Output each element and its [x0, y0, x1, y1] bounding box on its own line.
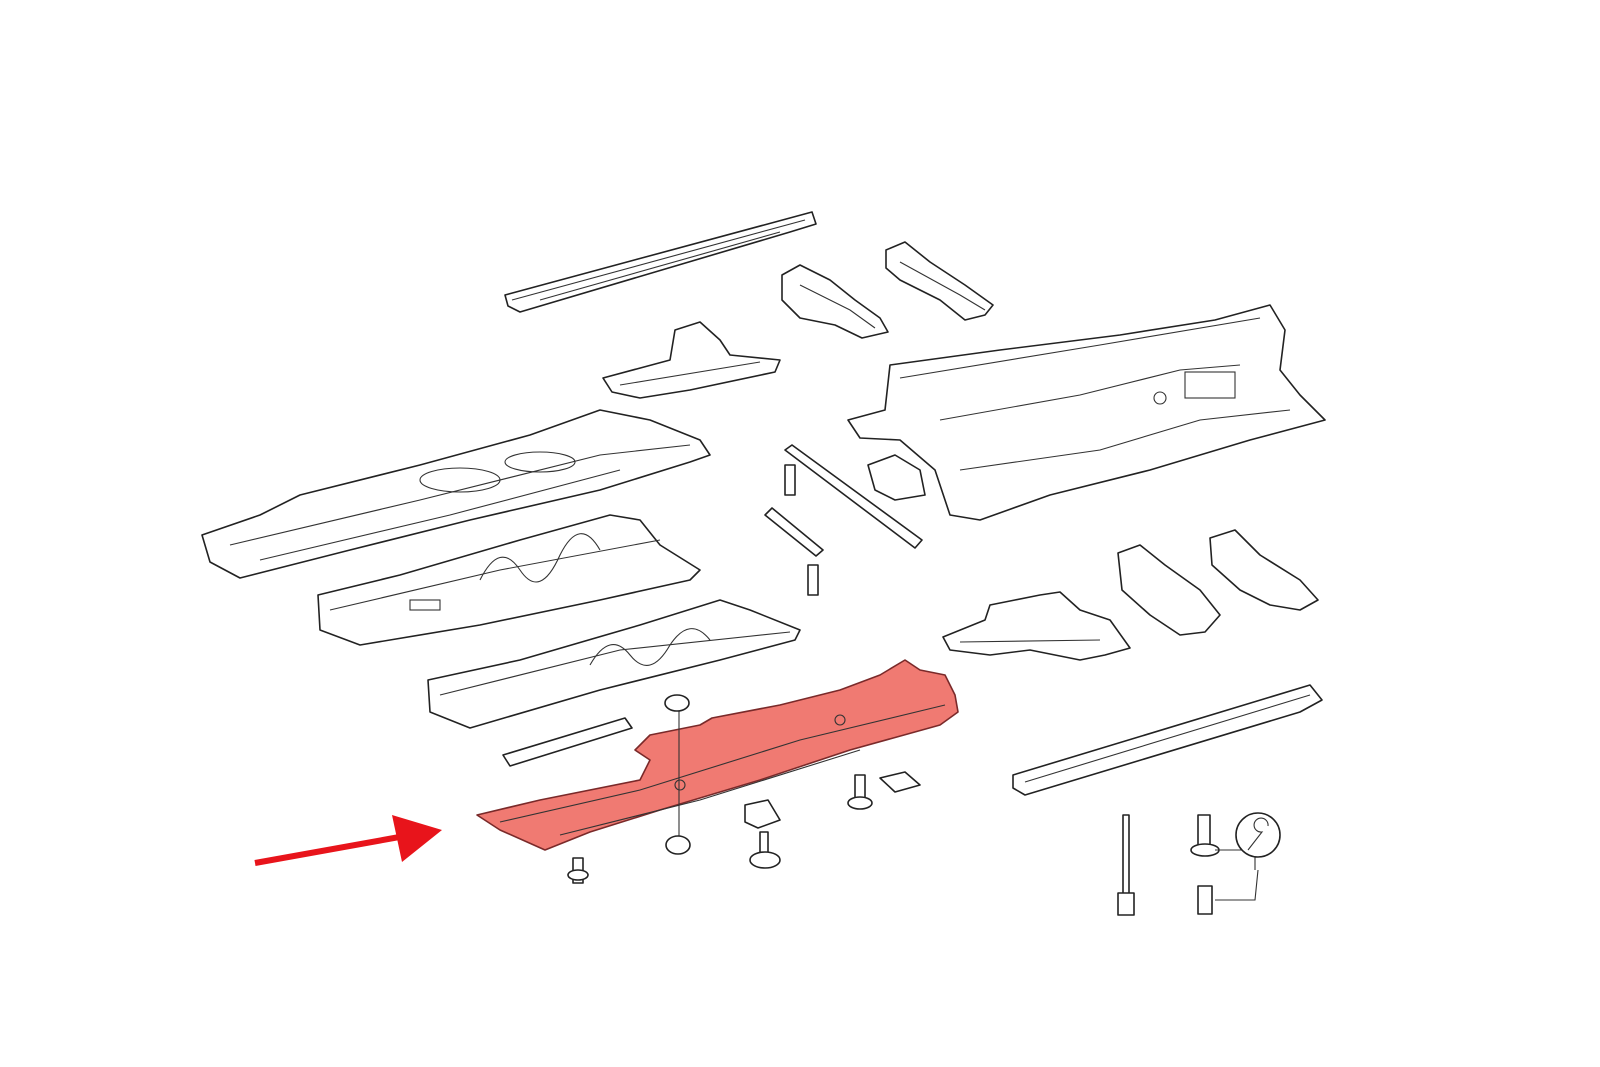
wrench-icon: [1235, 812, 1281, 858]
clip-nut-icon: [744, 771, 921, 869]
front-floor-tunnel-panel: [847, 304, 1326, 521]
middle-floor-panel: [317, 514, 701, 646]
bracket-lower-right: [1209, 529, 1319, 611]
reinforcement-strip-long: [784, 444, 923, 549]
bracket-upper-left: [781, 264, 889, 339]
small-strip: [502, 717, 633, 767]
bolt-icon: [567, 464, 873, 884]
arrow-pointer-icon: [254, 815, 442, 866]
screw-icon: [664, 694, 691, 855]
bracket-lower-left: [1117, 544, 1221, 636]
upper-sill-rail: [504, 211, 817, 313]
reinforcement-strip-short: [764, 507, 824, 557]
support-block: [867, 454, 926, 501]
lower-sill-rail: [1012, 684, 1323, 796]
front-floor-panel: [427, 599, 801, 729]
cross-bracket-right: [942, 591, 1131, 661]
highlighted-floor-pan-part: [476, 659, 959, 851]
rear-floor-panel: [201, 409, 711, 579]
cross-bracket-left: [602, 321, 781, 399]
bracket-upper-right: [885, 241, 994, 321]
